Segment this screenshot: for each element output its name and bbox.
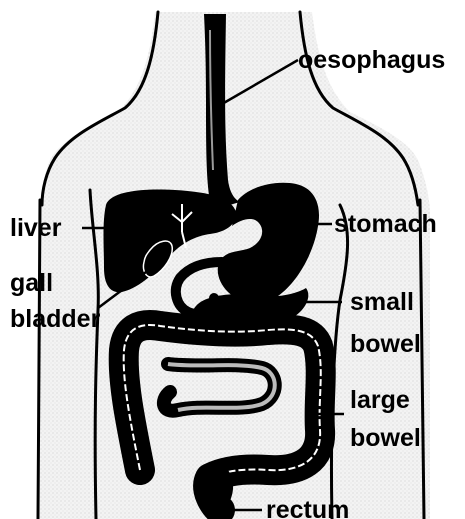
label-rectum: rectum (266, 496, 349, 519)
label-large-bowel-line2: bowel (350, 424, 421, 452)
label-oesophagus: oesophagus (298, 46, 445, 74)
label-liver: liver (10, 214, 62, 242)
label-stomach: stomach (334, 210, 437, 238)
label-small-bowel-line1: small (350, 288, 414, 316)
label-small-bowel-line2: bowel (350, 330, 421, 358)
label-gall-bladder-line1: gall (10, 269, 53, 297)
label-gall-bladder-line2: bladder (10, 305, 101, 333)
left-arm-outline (38, 200, 40, 519)
label-large-bowel-line1: large (350, 386, 410, 414)
